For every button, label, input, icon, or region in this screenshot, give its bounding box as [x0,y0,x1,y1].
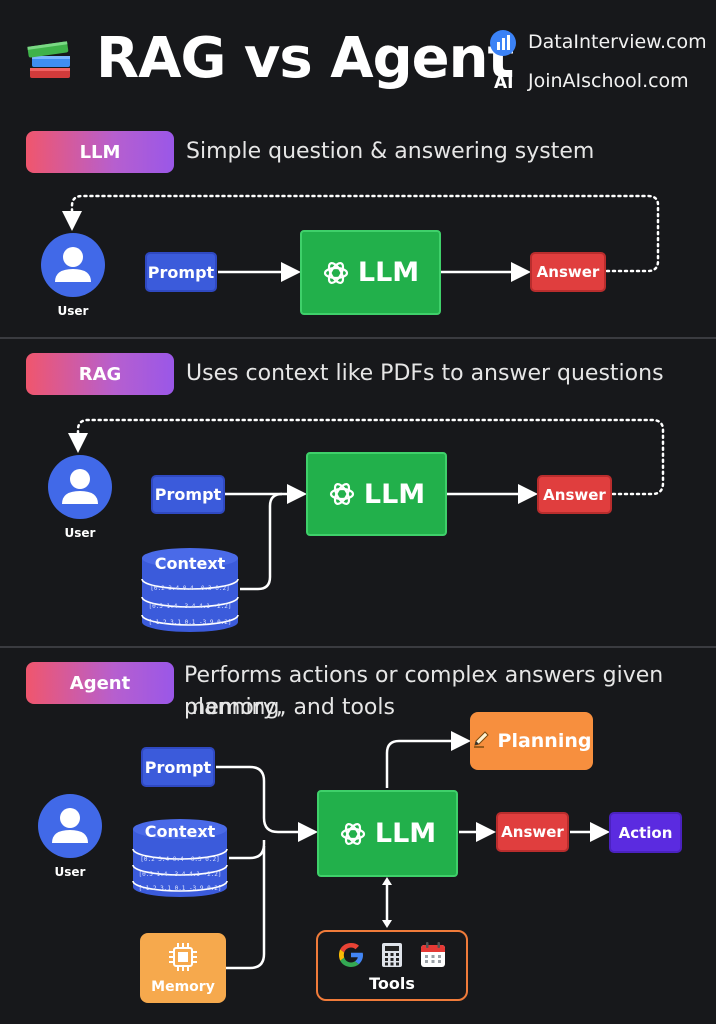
context-vector-row: [0.2 3.4 0.4 -0.3 0.2] [140,856,219,863]
context-database: Context [0.2 3.4 0.4 -0.3 0.2] [0.5 1.4 … [141,548,239,632]
user-icon [41,233,105,297]
section-description-llm: Simple question & answering system [186,139,595,164]
user-icon [48,455,112,519]
section-divider [0,337,716,339]
tools-box: Tools [316,930,468,1001]
prompt-box: Prompt [141,747,215,787]
prompt-box: Prompt [151,475,225,514]
user-node [40,232,106,298]
context-vector-row: [-1.2 3.1 0.1 -3.9 0.2] [138,885,221,892]
action-box: Action [609,812,682,853]
llm-box: LLM [306,452,447,536]
context-vector-row: [-1.2 3.1 0.1 -3.9 0.2] [148,619,231,626]
tools-label: Tools [369,974,415,993]
planning-box: Planning [470,712,593,770]
memory-box: Memory [140,933,226,1003]
context-database: Context [0.2 3.4 0.4 -0.3 0.2] [0.5 1.4 … [132,819,228,897]
section-description-agent-line2: planning, and tools [184,695,395,720]
section-label-rag: RAG [26,353,174,395]
context-vector-row: [0.5 1.4 -3.4 4.1 -2.2] [138,871,221,878]
calculator-icon [382,943,402,967]
bar-chart-icon [490,30,516,56]
llm-label: LLM [357,257,420,288]
section-label-agent: Agent [26,662,174,704]
section-divider [0,646,716,648]
section-description-agent-line1: Performs actions or complex answers give… [184,663,664,720]
user-label: User [64,526,96,540]
openai-icon [323,261,348,284]
memory-chip-icon [169,943,197,971]
user-label: User [57,304,89,318]
planning-label: Planning [497,730,592,752]
context-label: Context [145,822,216,841]
prompt-box: Prompt [145,252,217,292]
llm-label: LLM [374,818,437,849]
context-vector-row: [0.5 1.4 -3.4 4.1 -2.2] [148,603,231,610]
context-vector-row: [0.2 3.4 0.4 -0.3 0.2] [150,585,229,592]
page-title: RAG vs Agent [96,26,514,91]
llm-box: LLM [317,790,458,877]
pencil-icon [472,729,492,754]
llm-box: LLM [300,230,441,315]
user-node [47,454,113,520]
context-label: Context [155,554,226,573]
user-icon [38,794,102,858]
user-node [37,793,103,859]
openai-icon [340,822,365,845]
books-icon [22,30,78,86]
ai-logo: AI [494,73,514,93]
brand-joinaischool[interactable]: JoinAIschool.com [528,70,689,92]
calendar-icon [421,942,445,967]
answer-box: Answer [496,812,569,852]
openai-icon [329,483,354,505]
google-icon [339,943,363,967]
brand-datainterview[interactable]: DataInterview.com [528,31,707,53]
section-description-rag: Uses context like PDFs to answer questio… [186,361,664,386]
answer-box: Answer [537,475,612,514]
section-label-llm: LLM [26,131,174,173]
llm-label: LLM [363,478,426,510]
answer-box: Answer [530,252,606,292]
memory-label: Memory [151,979,215,995]
user-label: User [54,865,86,879]
